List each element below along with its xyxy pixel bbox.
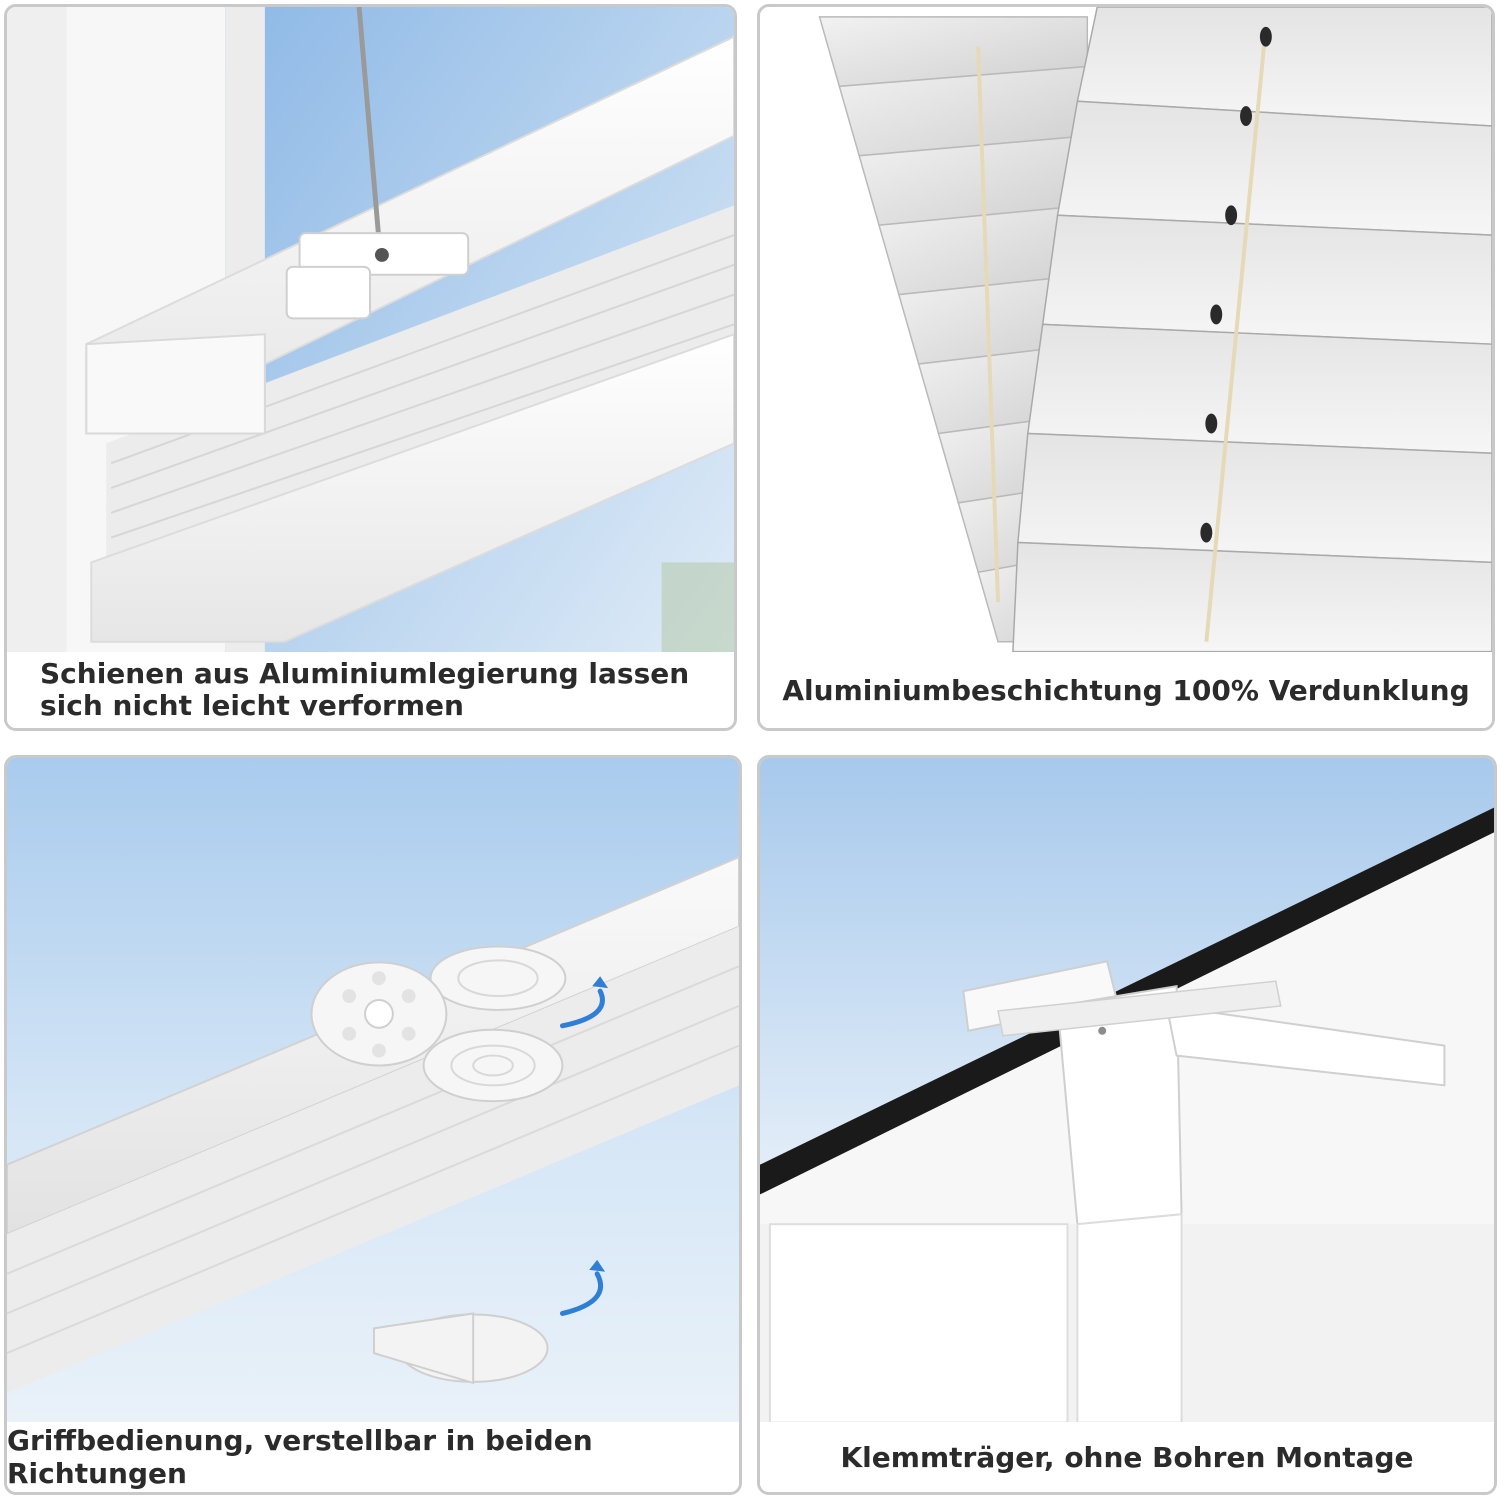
panel-aluminium-rail: Schienen aus Aluminiumlegierung lassen s… xyxy=(4,4,737,731)
panel-handle-operation: Griffbedienung, verstellbar in beiden Ri… xyxy=(4,755,742,1495)
caption-clamp-bracket: Klemmträger, ohne Bohren Montage xyxy=(760,1422,1494,1492)
caption-text: Klemmträger, ohne Bohren Montage xyxy=(840,1440,1414,1474)
caption-line-1: Schienen aus Aluminiumlegierung lassen xyxy=(40,657,690,690)
caption-text: Griffbedienung, verstellbar in beiden Ri… xyxy=(7,1424,593,1490)
handle-photo xyxy=(7,758,739,1492)
rotate-arrow-icon xyxy=(559,988,605,1316)
panel-aluminium-coating: Aluminiumbeschichtung 100% Verdunklung xyxy=(757,4,1495,731)
pleats-photo xyxy=(760,7,1492,728)
caption-aluminium-coating: Aluminiumbeschichtung 100% Verdunklung xyxy=(760,652,1492,728)
rail-photo xyxy=(7,7,734,728)
clamp-photo xyxy=(760,758,1494,1492)
panel-clamp-bracket: Klemmträger, ohne Bohren Montage xyxy=(757,755,1497,1495)
caption-aluminium-rail: Schienen aus Aluminiumlegierung lassen s… xyxy=(7,652,734,728)
caption-line-2: sich nicht leicht verformen xyxy=(40,689,464,722)
caption-text: Aluminiumbeschichtung 100% Verdunklung xyxy=(782,673,1470,707)
caption-handle-operation: Griffbedienung, verstellbar in beiden Ri… xyxy=(7,1422,739,1492)
